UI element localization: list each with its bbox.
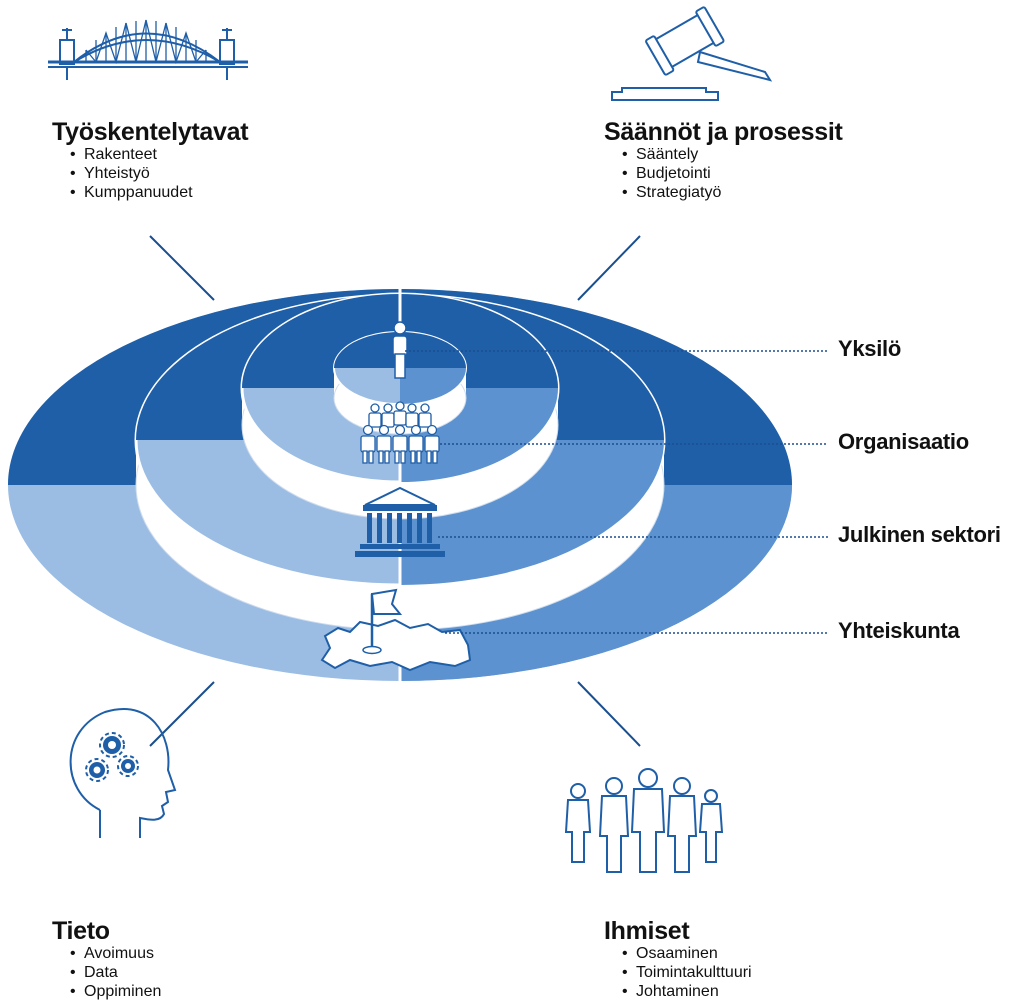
list-item: Kumppanuudet <box>72 183 248 202</box>
quadrant-saannot-ja-prosessit: Säännöt ja prosessit Sääntely Budjetoint… <box>604 119 843 202</box>
quadrant-tieto: Tieto Avoimuus Data Oppiminen <box>52 918 161 1001</box>
list-item: Oppiminen <box>72 982 161 1001</box>
list-item: Rakenteet <box>72 145 248 164</box>
list-item: Strategiatyö <box>624 183 843 202</box>
quadrant-list: Avoimuus Data Oppiminen <box>52 944 161 1001</box>
quadrant-title: Työskentelytavat <box>52 118 249 146</box>
quadrant-title: Säännöt ja prosessit <box>604 118 843 146</box>
gavel-icon <box>611 6 773 101</box>
quadrant-tyoskentelytavat: Työskentelytavat Rakenteet Yhteistyö Kum… <box>52 118 249 202</box>
people-group-icon <box>564 768 724 873</box>
list-item: Johtaminen <box>624 982 752 1001</box>
person-icon <box>392 321 408 379</box>
list-item: Yhteistyö <box>72 164 248 183</box>
head-gears-icon <box>69 708 177 838</box>
list-item: Toimintakulttuuri <box>624 963 752 982</box>
list-item: Avoimuus <box>72 944 161 963</box>
list-item: Budjetointi <box>624 164 843 183</box>
organisation-ring <box>240 292 560 520</box>
level-label-julkinen-sektori: Julkinen sektori <box>838 522 1001 547</box>
level-label-yhteiskunta: Yhteiskunta <box>838 618 960 643</box>
quadrant-list: Sääntely Budjetointi Strategiatyö <box>604 145 843 202</box>
level-label-organisaatio: Organisaatio <box>838 429 969 454</box>
public-building-icon <box>355 486 445 557</box>
bridge-icon <box>48 19 248 80</box>
flag-map-icon <box>320 588 472 672</box>
organisation-people-icon <box>360 401 440 464</box>
quadrant-list: Rakenteet Yhteistyö Kumppanuudet <box>52 145 248 202</box>
level-label-yksilo: Yksilö <box>838 336 902 361</box>
quadrant-list: Osaaminen Toimintakulttuuri Johtaminen <box>604 944 752 1001</box>
quadrant-connector-lines <box>149 235 641 747</box>
level-leader-lines <box>405 350 828 634</box>
quadrant-title: Tieto <box>52 917 110 945</box>
list-item: Osaaminen <box>624 944 752 963</box>
quadrant-ihmiset: Ihmiset Osaaminen Toimintakulttuuri Joht… <box>604 918 752 1001</box>
list-item: Sääntely <box>624 145 843 164</box>
quadrant-title: Ihmiset <box>604 917 690 945</box>
list-item: Data <box>72 963 161 982</box>
